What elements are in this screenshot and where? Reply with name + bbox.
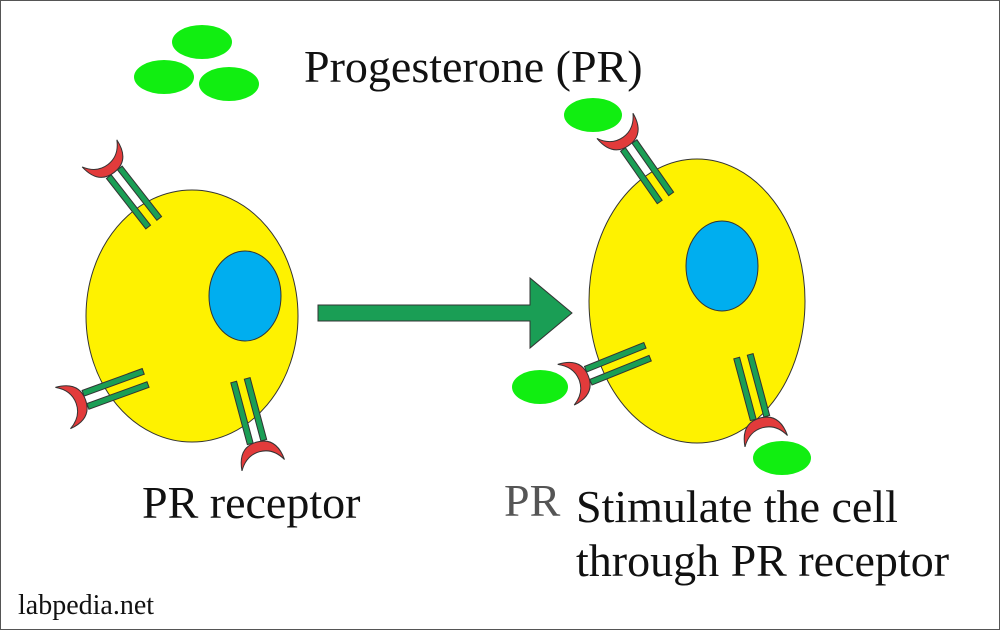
cell-body — [588, 158, 806, 444]
source-watermark: labpedia.net — [18, 590, 155, 621]
pr-tag: PR — [504, 475, 561, 526]
diagram-title: Progesterone (PR) — [304, 41, 643, 92]
bound-progesterone — [564, 98, 622, 132]
bound-progesterone — [753, 441, 811, 475]
stimulation-caption-line: Stimulate the cell — [576, 481, 898, 532]
nucleus — [685, 220, 759, 312]
transition-arrow — [317, 276, 573, 350]
nucleus — [208, 250, 282, 342]
right-cell — [512, 98, 811, 475]
stimulation-caption: Stimulate the cell through PR receptor — [576, 480, 949, 588]
bound-progesterone — [512, 370, 568, 404]
stimulation-caption-line: through PR receptor — [576, 535, 950, 586]
pr-receptor-caption: PR receptor — [142, 477, 361, 528]
progesterone-molecule — [199, 67, 259, 101]
progesterone-molecules — [134, 25, 259, 101]
progesterone-molecule — [134, 60, 194, 94]
left-cell — [54, 139, 299, 472]
progesterone-molecule — [172, 25, 232, 59]
